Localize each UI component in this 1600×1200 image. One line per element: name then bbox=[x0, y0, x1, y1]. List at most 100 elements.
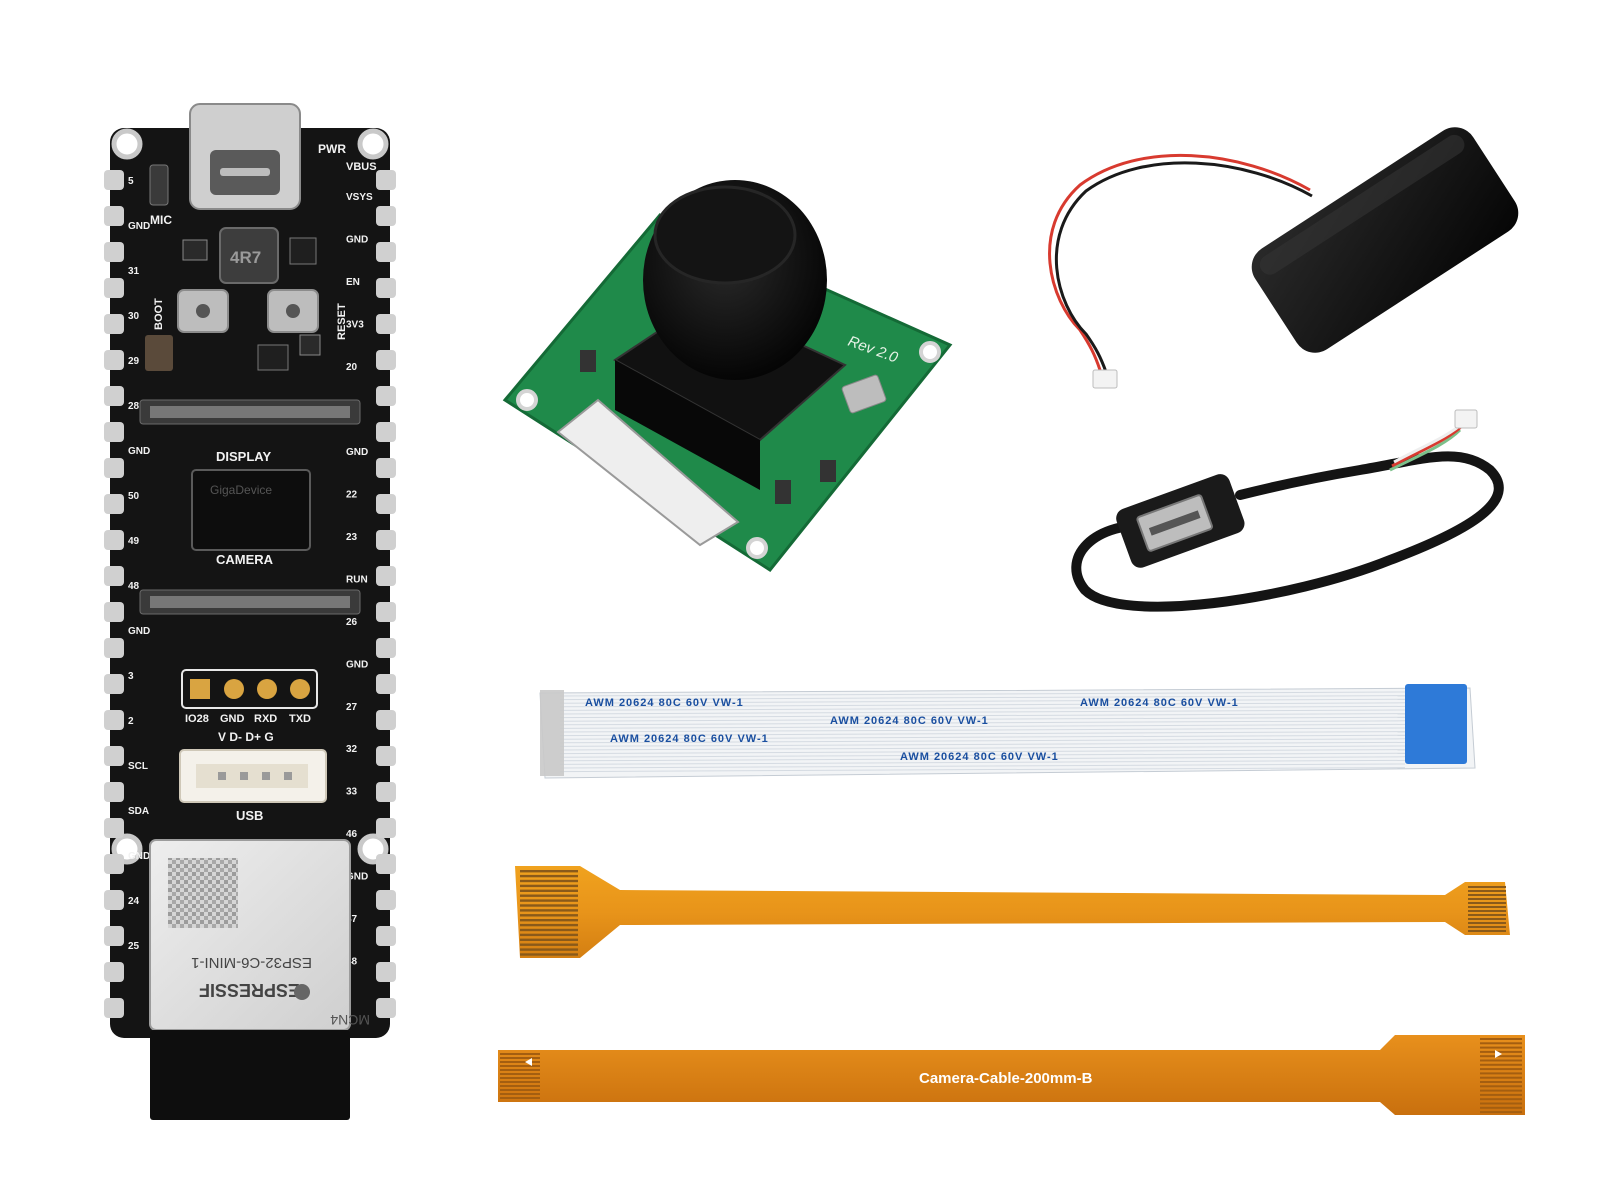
pin-pad bbox=[376, 422, 396, 442]
ribbon-print-row-4: AWM 20624 80C 60V VW-1 bbox=[900, 751, 1059, 763]
pin-pad bbox=[104, 998, 124, 1018]
fpc-contact bbox=[1480, 1106, 1522, 1109]
microphone bbox=[149, 164, 169, 206]
ribbon-stripe bbox=[559, 763, 1406, 769]
ribbon-stripe bbox=[559, 702, 1406, 708]
fpc-contact bbox=[520, 948, 578, 951]
ribbon-stripe bbox=[559, 691, 1406, 697]
fpc-contact bbox=[520, 933, 578, 937]
right-pin-label: 33 bbox=[346, 787, 358, 798]
fpc-contact bbox=[1480, 1098, 1522, 1101]
right-pin-pads bbox=[376, 170, 396, 1018]
ribbon-stripe bbox=[559, 741, 1406, 747]
right-pin-label: 22 bbox=[346, 489, 358, 500]
fpc-contact bbox=[520, 870, 578, 873]
right-pin-label: 27 bbox=[346, 702, 358, 713]
mounting-hole bbox=[111, 128, 143, 160]
pin-pad bbox=[104, 602, 124, 622]
usb-adapter-cable bbox=[1071, 409, 1504, 612]
pwr-label: PWR bbox=[318, 142, 346, 156]
pin-pad bbox=[376, 350, 396, 370]
fpc-contact bbox=[520, 909, 578, 912]
fpc-contact bbox=[520, 889, 578, 892]
usb-breakout-wires bbox=[1389, 428, 1462, 472]
inductor-mark: 4R7 bbox=[230, 248, 261, 267]
left-pin-label: 49 bbox=[128, 536, 140, 547]
fpc-contact bbox=[520, 904, 578, 907]
fpc-contact bbox=[1480, 1093, 1522, 1096]
camera-cable-label: Camera-Cable-200mm-B bbox=[919, 1070, 1093, 1087]
inductor bbox=[219, 227, 279, 284]
fpc-contact bbox=[1480, 1046, 1522, 1049]
fpc-contact bbox=[520, 884, 578, 888]
left-pin-label: 2 bbox=[128, 716, 134, 727]
ribbon-stripe bbox=[559, 749, 1406, 755]
right-pin-label: GND bbox=[346, 872, 368, 883]
module-vendor: ESPRESSIF bbox=[199, 980, 300, 1000]
right-pin-label: 32 bbox=[346, 744, 358, 755]
pin-pad bbox=[104, 206, 124, 226]
ribbon-print-row-2: AWM 20624 80C 60V VW-1 bbox=[830, 715, 989, 727]
pin-pad bbox=[104, 422, 124, 442]
fpc-contact bbox=[1468, 918, 1506, 920]
fpc-contact bbox=[1468, 922, 1506, 924]
right-pin-label: RUN bbox=[346, 574, 368, 585]
ribbon-stripe bbox=[559, 738, 1406, 744]
espressif-logo-icon bbox=[294, 984, 310, 1000]
usb-pin-row-label: V D- D+ G bbox=[218, 730, 274, 744]
ribbon-print-row-3: AWM 20624 80C 60V VW-1 bbox=[610, 733, 769, 745]
io28-label: IO28 bbox=[185, 713, 209, 725]
pin-pad bbox=[104, 638, 124, 658]
pin-pad bbox=[376, 530, 396, 550]
pin-pad bbox=[376, 242, 396, 262]
right-pin-label: 48 bbox=[346, 957, 358, 968]
pin-pad bbox=[104, 278, 124, 298]
pin-pad bbox=[376, 890, 396, 910]
fpc-contact bbox=[1480, 1085, 1522, 1088]
fpc-contact bbox=[520, 899, 578, 902]
ribbon-stripe bbox=[559, 727, 1406, 733]
ribbon-stripe bbox=[559, 713, 1406, 719]
fpc-b-arrow-icon bbox=[525, 1058, 532, 1066]
txd-label: TXD bbox=[289, 713, 311, 725]
fpc-contact bbox=[1468, 886, 1506, 888]
pin-pad bbox=[104, 242, 124, 262]
pin-pad bbox=[104, 710, 124, 730]
fpc-contact bbox=[1468, 890, 1506, 892]
rxd-pad bbox=[257, 679, 277, 699]
ribbon-print-row-5: AWM 20624 80C 60V VW-1 bbox=[1080, 697, 1239, 709]
fpc-contact bbox=[1480, 1076, 1522, 1079]
fpc-contact bbox=[1480, 1059, 1522, 1062]
display-label: DISPLAY bbox=[216, 449, 271, 464]
fpc-b-right-contacts bbox=[1480, 1038, 1522, 1114]
fpc-contact bbox=[1468, 902, 1506, 904]
reset-label: RESET bbox=[336, 303, 348, 340]
left-pin-label: 3 bbox=[128, 671, 134, 682]
fpc-contact bbox=[520, 943, 578, 946]
pin-pad bbox=[376, 674, 396, 694]
ribbon-stripe bbox=[559, 716, 1406, 722]
right-pin-label: GND bbox=[346, 659, 368, 670]
camera-mounting-hole bbox=[746, 537, 768, 559]
txd-pad bbox=[290, 679, 310, 699]
fpc-contact bbox=[520, 919, 578, 922]
fpc-contact bbox=[1480, 1055, 1522, 1058]
fpc-contact bbox=[1480, 1089, 1522, 1092]
left-pin-label: 29 bbox=[128, 356, 140, 367]
pin-pad bbox=[104, 818, 124, 838]
pin-pad bbox=[376, 206, 396, 226]
left-pin-label: SDA bbox=[128, 806, 149, 817]
pin-pad bbox=[376, 962, 396, 982]
pin-pad bbox=[376, 566, 396, 586]
fpc-contact bbox=[1468, 898, 1506, 900]
gnd-pad bbox=[224, 679, 244, 699]
pin-pad bbox=[104, 962, 124, 982]
module-qr-code bbox=[168, 858, 238, 928]
battery-connector bbox=[1092, 369, 1118, 389]
pin-pad bbox=[104, 494, 124, 514]
right-pin-label: 47 bbox=[346, 914, 358, 925]
pin-pad bbox=[376, 386, 396, 406]
pin-pad bbox=[104, 890, 124, 910]
